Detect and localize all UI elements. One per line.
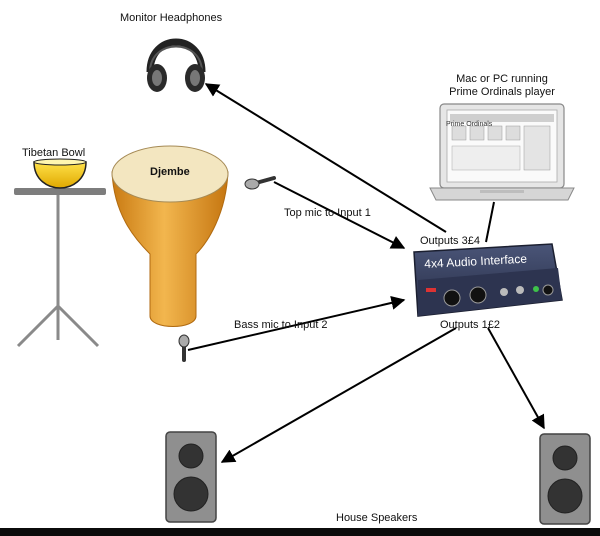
laptop-window-title: Prime Ordinals [446,121,493,128]
tibetan-bowl-label: Tibetan Bowl [22,147,86,159]
top-mic-label: Top mic to Input 1 [284,207,371,219]
monitor-headphones-label: Monitor Headphones [120,12,223,24]
djembe-icon [111,145,229,327]
laptop-icon [429,103,575,201]
arrow-to-left-speaker [220,327,457,463]
microphone-icon [178,334,190,362]
arrow-to-right-speaker [487,327,545,430]
arrow-bass-mic [187,296,406,351]
speaker-icon [539,433,591,525]
mac-pc-label-line1: Mac or PC running [456,73,548,85]
arrow-top-mic [273,181,406,249]
outputs-34-label: Outputs 3£4 [420,235,480,247]
microphone-icon [244,176,276,190]
mac-pc-label-line2: Prime Ordinals player [449,86,555,98]
djembe-label: Djembe [150,166,190,178]
house-speakers-label: House Speakers [336,512,418,524]
arrow-to-headphones [204,83,447,233]
bass-mic-label: Bass mic to Input 2 [234,319,328,331]
laptop-to-interface-line [485,201,495,243]
tibetan-bowl-icon [14,158,106,348]
headphones-icon [146,38,206,92]
bottom-border [0,528,600,536]
connection-arrows [187,83,545,463]
speaker-icon [165,431,217,523]
outputs-12-label: Outputs 1£2 [440,319,500,331]
audio-interface-icon [413,243,563,317]
